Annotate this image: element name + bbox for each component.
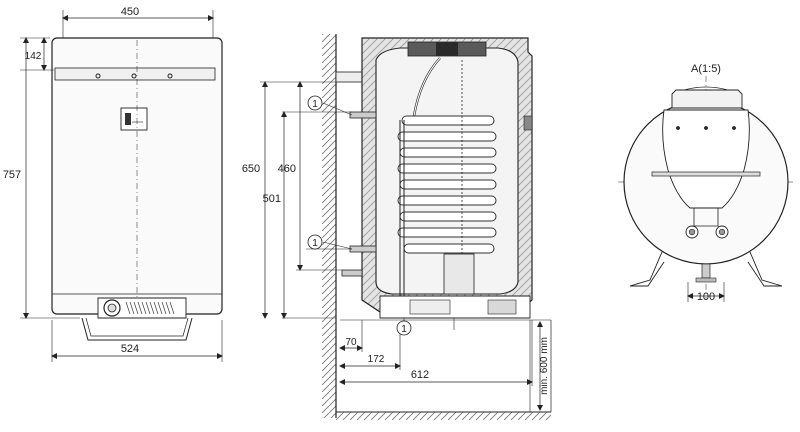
vent-grille [125, 301, 175, 315]
callout-label-1c: 1 [401, 324, 407, 335]
sensor-pocket [523, 115, 533, 131]
front-view [20, 10, 223, 362]
heat-exchanger-coil [397, 57, 497, 254]
dim-label-100: 100 [697, 291, 715, 303]
dim-label-757: 757 [3, 169, 21, 181]
section-view-labels: 1 1 1 650 460 501 70 172 612 min. 600 mm [242, 99, 550, 395]
callout-circle-1b [307, 234, 323, 250]
callout-circle-1a [307, 95, 323, 111]
dim-label-min-600: min. 600 mm [539, 337, 550, 395]
dim-label-612: 612 [411, 369, 429, 381]
floor [336, 412, 551, 420]
dim-label-172: 172 [368, 354, 385, 365]
coil-connection-upper [349, 111, 377, 119]
dim-label-460: 460 [278, 163, 296, 175]
dim-label-450: 450 [121, 6, 139, 18]
foot-right [747, 251, 783, 287]
wall-bracket [335, 71, 363, 83]
detail-view-a [618, 76, 794, 302]
dim-label-524: 524 [121, 343, 139, 355]
dim-label-501: 501 [263, 193, 281, 205]
control-housing-top [662, 109, 750, 209]
dim-label-70: 70 [345, 337, 357, 348]
section-view [260, 34, 552, 420]
front-view-labels: 450 142 757 524 [3, 6, 139, 355]
detail-title: A(1:5) [691, 63, 721, 75]
callout-circle-1c [396, 320, 412, 336]
label-plate [120, 107, 148, 131]
heating-element [443, 253, 475, 295]
wall [322, 34, 336, 418]
foot-left [629, 251, 665, 287]
callout-label-1b: 1 [312, 238, 318, 249]
coil-connection-lower [349, 245, 377, 253]
callout-label-1a: 1 [312, 99, 318, 110]
detail-view-labels: A(1:5) 100 [691, 63, 721, 303]
mount-block [671, 89, 743, 109]
dim-label-650: 650 [242, 163, 260, 175]
drain-fitting [701, 263, 711, 279]
dim-label-142: 142 [25, 51, 42, 62]
crossbar [651, 171, 761, 177]
